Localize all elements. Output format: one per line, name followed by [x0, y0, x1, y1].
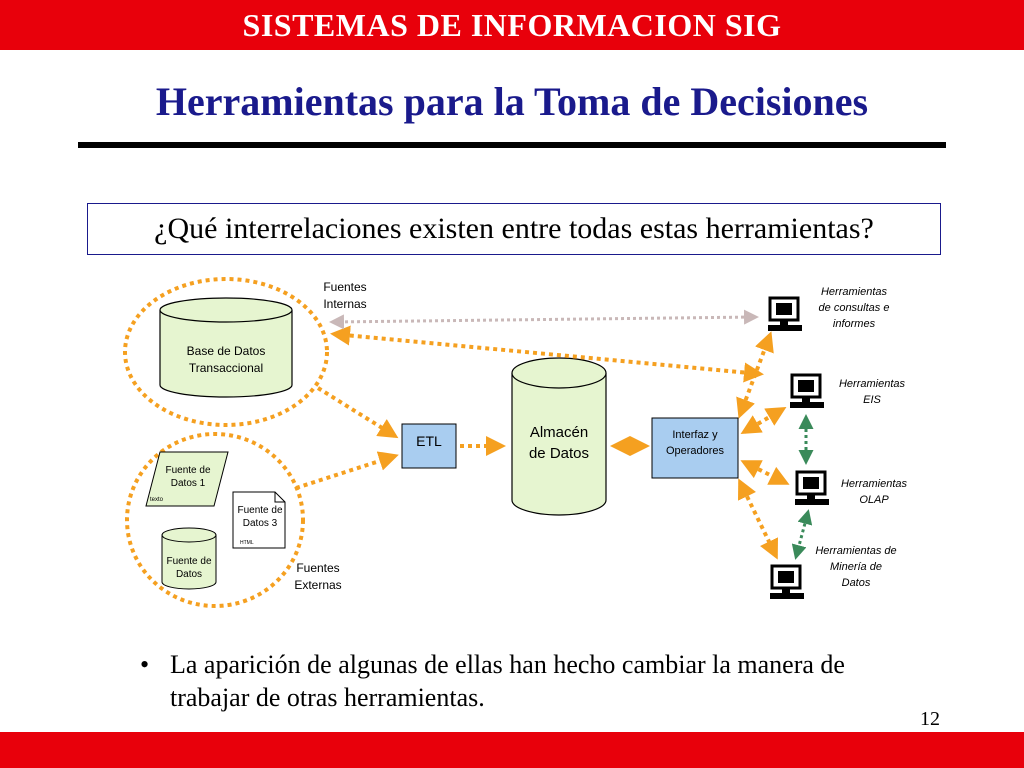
transactional-db-label-1: Base de Datos	[187, 344, 266, 358]
external-sources-label-1: Fuentes	[296, 561, 339, 575]
transactional-db-cylinder	[159, 297, 293, 398]
tool-consultas-label-3: informes	[833, 318, 876, 330]
internal-sources-label-2: Internas	[323, 297, 366, 311]
data-source-1-label-2: Datos 1	[171, 478, 206, 489]
bottom-banner	[0, 732, 1024, 768]
data-source-1-tag: texto	[150, 497, 164, 503]
arrow-consultas-internal-gray	[329, 309, 759, 330]
etl-box	[401, 423, 457, 469]
data-source-3-label-1: Fuente de	[237, 505, 282, 516]
data-source-1-shape	[145, 451, 229, 507]
arrow-interface-mineria	[738, 478, 778, 560]
arrow-interface-olap	[740, 460, 790, 485]
question-text: ¿Qué interrelaciones existen entre todas…	[154, 212, 874, 245]
bullet-dot-icon: •	[140, 650, 150, 679]
arrow-interface-consultas	[736, 331, 774, 419]
page-title: Herramientas para la Toma de Decisiones	[155, 79, 869, 124]
internal-sources-label-1: Fuentes	[323, 280, 366, 294]
title-underline	[78, 142, 946, 148]
etl-label: ETL	[416, 433, 442, 449]
banner-text: SISTEMAS DE INFORMACION SIG	[242, 6, 782, 43]
tool-eis-label-2: EIS	[863, 394, 881, 406]
computer-icon-mineria	[768, 564, 806, 601]
internal-sources-circle	[123, 277, 329, 427]
link-olap-mineria	[791, 509, 813, 560]
arrow-internal-to-etl	[316, 386, 399, 439]
tool-consultas-label-2: de consultas e	[819, 302, 890, 314]
data-source-3-label-2: Datos 3	[243, 518, 278, 529]
bullet-text: La aparición de algunas de ellas han hec…	[170, 650, 845, 712]
tool-eis-label-1: Herramientas	[839, 378, 906, 390]
data-source-label-1: Fuente de	[166, 556, 211, 567]
data-source-label-2: Datos	[176, 569, 202, 580]
interface-label-2: Operadores	[666, 445, 725, 457]
data-warehouse-label-1: Almacén	[530, 424, 588, 441]
arrow-external-to-etl	[295, 451, 399, 490]
tool-mineria-label-2: Minería de	[830, 561, 882, 573]
external-sources-circle	[125, 432, 305, 608]
arrow-interface-eis	[740, 406, 787, 435]
interface-label-1: Interfaz y	[672, 429, 718, 441]
tool-mineria-label-3: Datos	[842, 577, 871, 589]
tool-olap-label-1: Herramientas	[841, 478, 908, 490]
data-source-3-tag: HTML	[240, 540, 254, 546]
computer-icon-consultas	[766, 296, 804, 333]
page-number: 12	[920, 708, 940, 730]
data-source-3-shape	[232, 491, 286, 549]
top-banner: SISTEMAS DE INFORMACION SIG	[0, 0, 1024, 50]
data-warehouse-label-2: de Datos	[529, 445, 589, 462]
external-sources-label-2: Externas	[294, 578, 341, 592]
tool-consultas-label-1: Herramientas	[821, 286, 888, 298]
data-source-cylinder	[161, 527, 217, 590]
question-box: ¿Qué interrelaciones existen entre todas…	[87, 203, 941, 255]
tool-mineria-label-1: Herramientas de	[815, 545, 896, 557]
transactional-db-label-2: Transaccional	[189, 361, 263, 375]
interface-operators-box	[651, 417, 739, 479]
computer-icon-eis	[788, 373, 826, 410]
data-source-1-label-1: Fuente de	[165, 465, 210, 476]
tool-olap-label-2: OLAP	[859, 494, 889, 506]
computer-icon-olap	[793, 470, 831, 507]
